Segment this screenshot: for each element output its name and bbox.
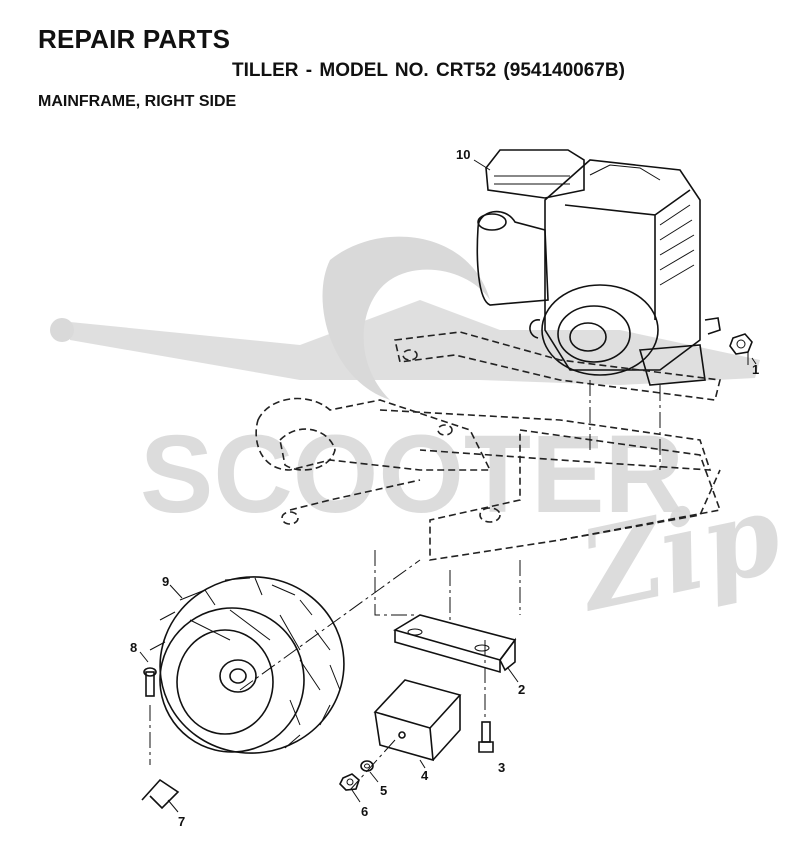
hairpin-clip-part xyxy=(141,778,180,810)
callouts: 10 1 2 3 4 5 6 7 8 9 xyxy=(130,147,759,829)
model-subtitle: TILLER - MODEL NO. CRT52 (954140067B) xyxy=(232,60,625,81)
lock-nut-part xyxy=(339,773,360,791)
callout-8: 8 xyxy=(130,640,137,655)
weight-part xyxy=(373,679,462,762)
callout-6: 6 xyxy=(361,804,368,819)
engine-part xyxy=(476,149,721,386)
page-title: REPAIR PARTS xyxy=(38,24,231,54)
bracket-part xyxy=(393,614,517,674)
callout-1: 1 xyxy=(752,362,759,377)
callout-2: 2 xyxy=(518,682,525,697)
callout-5: 5 xyxy=(380,783,387,798)
nut-part xyxy=(729,333,753,355)
callout-9: 9 xyxy=(162,574,169,589)
section-heading: MAINFRAME, RIGHT SIDE xyxy=(38,93,237,110)
watermark-text: SCOOTER xyxy=(140,413,684,536)
clevis-pin-part xyxy=(143,667,157,697)
callout-3: 3 xyxy=(498,760,505,775)
callout-10: 10 xyxy=(456,147,470,162)
callout-4: 4 xyxy=(421,768,429,783)
watermark: SCOOTER Zip xyxy=(50,236,791,637)
washer-part xyxy=(360,760,374,772)
mainframe-phantom xyxy=(255,331,722,561)
leader-lines xyxy=(149,352,749,791)
bolt-part xyxy=(478,721,494,753)
callout-7: 7 xyxy=(178,814,185,829)
wheel-part xyxy=(149,576,345,754)
